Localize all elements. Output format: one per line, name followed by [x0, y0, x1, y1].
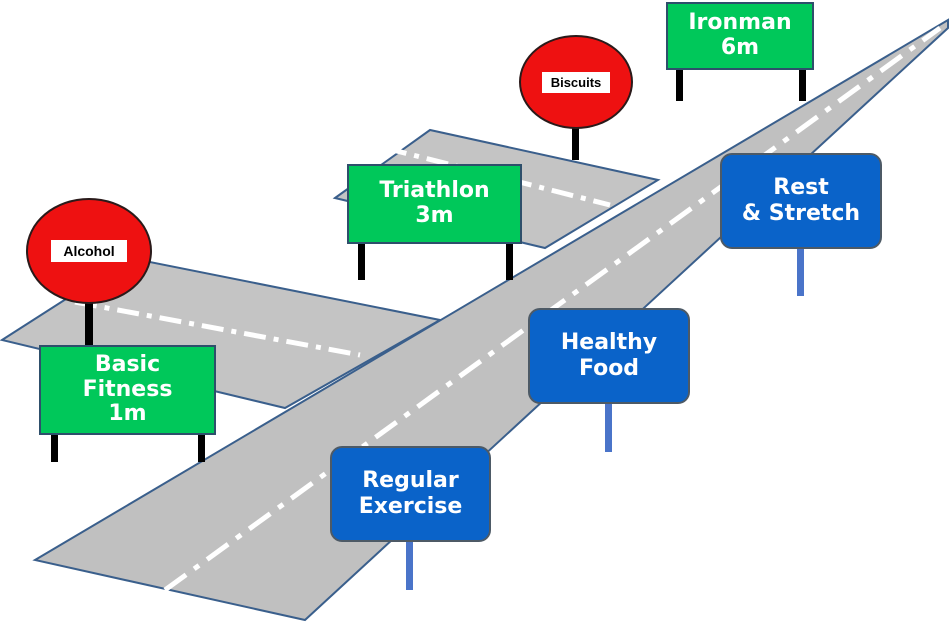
healthy-food-line-1: Healthy	[560, 329, 658, 355]
basic-fitness-post-left	[51, 432, 58, 462]
healthy-food-sign: Healthy Food	[528, 308, 690, 404]
main-road	[32, 18, 949, 622]
basic-fitness-line-2: Fitness	[82, 376, 173, 402]
side-road-alcohol-centerline	[74, 299, 361, 358]
triathlon-sign: Triathlon 3m	[347, 164, 522, 244]
triathlon-post-left	[358, 240, 365, 280]
healthy-food-post	[605, 400, 612, 452]
rest-stretch-line-2: & Stretch	[741, 201, 861, 226]
basic-fitness-line-1: Basic	[94, 352, 161, 378]
biscuits-stop-sign: Biscuits	[519, 35, 633, 129]
rest-stretch-post	[797, 246, 804, 296]
basic-fitness-sign: Basic Fitness 1m	[39, 345, 216, 435]
alcohol-label: Alcohol	[51, 240, 127, 262]
rest-stretch-line-1: Rest	[773, 174, 829, 200]
regular-exercise-sign: Regular Exercise	[330, 446, 491, 542]
regular-exercise-post	[406, 538, 413, 590]
rest-stretch-sign: Rest & Stretch	[720, 153, 882, 249]
triathlon-post-right	[506, 240, 513, 280]
triathlon-line-1: Triathlon	[379, 178, 490, 204]
ironman-sign: Ironman 6m	[666, 2, 814, 70]
ironman-line-1: Ironman	[688, 10, 792, 36]
alcohol-post	[85, 298, 93, 348]
basic-fitness-line-3: 1m	[108, 401, 147, 427]
ironman-post-right	[799, 66, 806, 101]
healthy-food-line-2: Food	[578, 356, 640, 381]
ironman-line-2: 6m	[720, 35, 760, 60]
biscuits-post	[572, 122, 579, 160]
biscuits-label: Biscuits	[541, 71, 611, 93]
triathlon-line-2: 3m	[415, 203, 454, 228]
basic-fitness-post-right	[198, 432, 205, 462]
regular-exercise-line-2: Exercise	[358, 494, 463, 519]
regular-exercise-line-1: Regular	[362, 467, 459, 493]
ironman-post-left	[676, 66, 683, 101]
alcohol-stop-sign: Alcohol	[26, 198, 152, 304]
